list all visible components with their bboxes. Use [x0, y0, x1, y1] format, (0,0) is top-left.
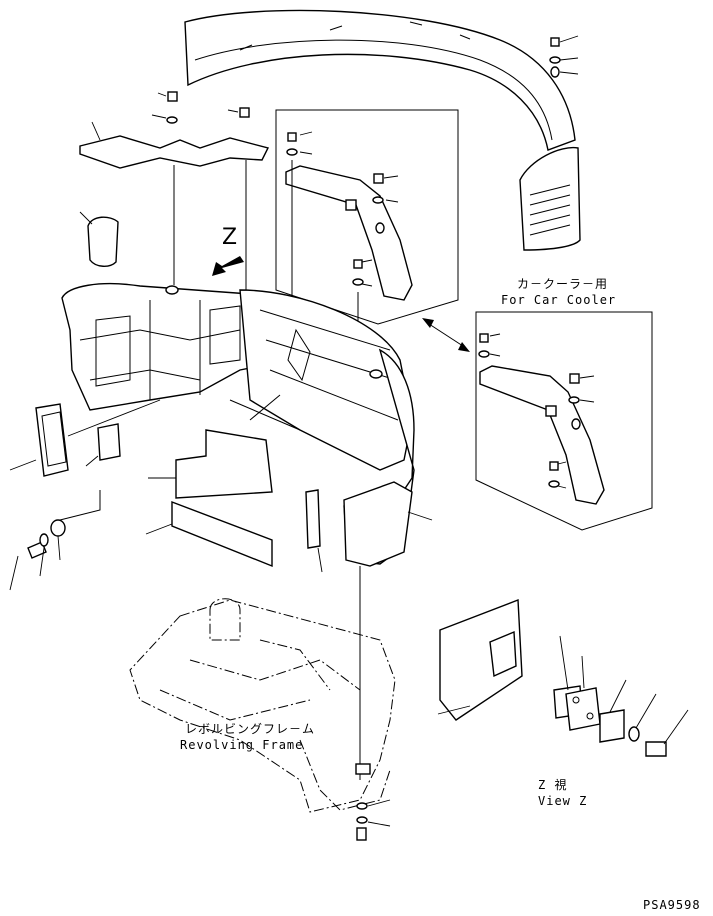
revolving-frame	[129, 598, 396, 813]
car-cooler-label-jp: カ－クーラ－用	[517, 277, 609, 291]
view-z-detail	[437, 599, 689, 757]
center-bracket	[275, 109, 459, 332]
z-view-arrow	[212, 256, 244, 276]
main-body	[61, 282, 413, 471]
car-cooler-box	[475, 311, 653, 531]
revolving-frame-label-en: Revolving Frame	[180, 738, 304, 752]
revolving-frame-label-jp: レボルビングフレ－ム	[185, 722, 316, 736]
drawing-number: PSA9598	[643, 898, 701, 912]
small-seal	[79, 211, 119, 267]
bolts-left	[9, 519, 66, 591]
view-z-label-en: View Z	[538, 794, 588, 808]
center-pads	[59, 394, 323, 573]
top-plate	[79, 91, 270, 290]
left-pads	[9, 399, 161, 477]
view-z-label-jp: Z 視	[538, 778, 568, 792]
view-marker-z: Z	[222, 225, 239, 250]
side-vent-panel	[519, 146, 581, 251]
car-cooler-label-en: For Car Cooler	[501, 293, 617, 307]
right-side-cover	[343, 348, 433, 567]
bolts-bottom	[356, 799, 391, 841]
top-cover-arc	[184, 9, 576, 151]
double-arrow	[422, 318, 470, 352]
bolts-top-right	[549, 35, 579, 78]
